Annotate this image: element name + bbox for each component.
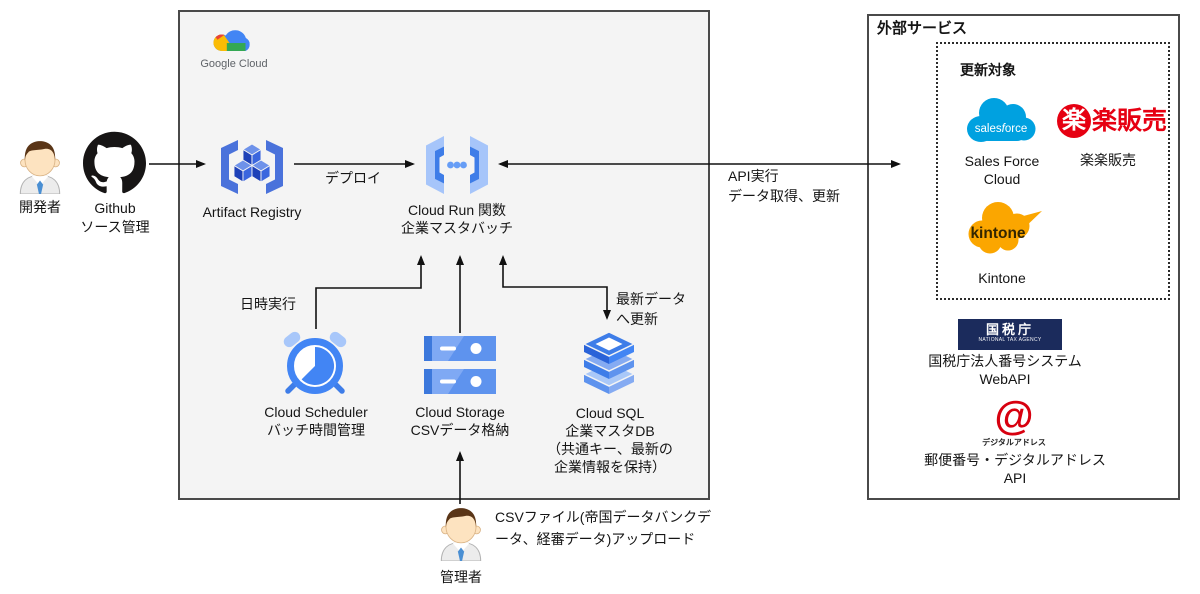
google-cloud-logo-icon xyxy=(213,30,250,51)
salesforce-label-line1: Sales Force xyxy=(964,153,1040,169)
google-cloud-logo-text: Google Cloud xyxy=(200,58,268,70)
cloud-storage-role-label: CSVデータ格納 xyxy=(410,422,510,438)
google-cloud-box xyxy=(178,10,710,500)
nta-logo: 国税庁 NATIONAL TAX AGENCY xyxy=(958,319,1062,350)
nta-label-line1: 国税庁法人番号システム xyxy=(928,353,1082,369)
cloud-run-label: Cloud Run 関数 xyxy=(407,202,507,218)
google-cloud-logo: Google Cloud xyxy=(198,20,270,70)
salesforce-label-line2: Cloud xyxy=(983,171,1021,187)
rakuraku-logo-circle: 楽 xyxy=(1057,104,1091,138)
cloud-storage-icon xyxy=(424,336,496,394)
admin-label: 管理者 xyxy=(440,569,482,585)
admin-icon xyxy=(437,503,485,561)
deploy-edge-label: デプロイ xyxy=(325,170,381,186)
developer-label: 開発者 xyxy=(19,199,61,215)
cloud-scheduler-role-label: バッチ時間管理 xyxy=(267,422,365,438)
schedule-edge-label: 日時実行 xyxy=(240,296,296,312)
digital-address-label-line2: API xyxy=(1003,470,1027,486)
api-edge-label-line1: API実行 xyxy=(728,168,779,184)
csv-upload-note-line2: ータ、経審データ)アップロード xyxy=(495,531,696,547)
cloud-run-role-label: 企業マスタバッチ xyxy=(401,220,513,236)
salesforce-logo: salesforce xyxy=(961,93,1041,149)
nta-logo-title: 国税庁 xyxy=(985,322,1034,337)
rakuraku-label: 楽楽販売 xyxy=(1080,152,1136,168)
kintone-logo: kintone xyxy=(960,194,1044,260)
cloud-storage-label: Cloud Storage xyxy=(415,404,505,420)
cloud-sql-note-line2: 企業情報を保持） xyxy=(554,459,666,475)
nta-label-line2: WebAPI xyxy=(979,371,1031,387)
cloud-sql-role-label: 企業マスタDB xyxy=(565,423,655,439)
update-targets-box xyxy=(936,42,1170,300)
latest-edge-label-line1: 最新データ xyxy=(616,291,686,307)
developer-icon xyxy=(16,136,64,194)
github-icon xyxy=(83,131,146,194)
github-label: Github xyxy=(94,200,136,216)
digital-address-label-line1: 郵便番号・デジタルアドレス xyxy=(924,452,1106,468)
rakuraku-logo-text: 楽販売 xyxy=(1092,107,1168,135)
csv-upload-note-line1: CSVファイル(帝国データバンクデ xyxy=(495,509,712,525)
kintone-label: Kintone xyxy=(978,270,1026,286)
artifact-registry-icon xyxy=(212,137,292,197)
nta-logo-subtitle: NATIONAL TAX AGENCY xyxy=(978,337,1042,343)
latest-edge-label-line2: へ更新 xyxy=(616,311,658,327)
external-services-title: 外部サービス xyxy=(877,20,968,37)
cloud-sql-label: Cloud SQL xyxy=(575,405,645,421)
update-targets-title: 更新対象 xyxy=(960,62,1016,78)
api-edge-label-line2: データ取得、更新 xyxy=(728,188,840,204)
digital-address-logo-text: デジタルアドレス xyxy=(982,438,1046,447)
github-role-label: ソース管理 xyxy=(80,219,150,235)
cloud-scheduler-icon xyxy=(281,330,349,396)
cloud-scheduler-label: Cloud Scheduler xyxy=(264,404,368,420)
svg-text:kintone: kintone xyxy=(970,225,1025,242)
rakuraku-hanbai-logo: 楽 楽販売 xyxy=(1057,104,1167,138)
cloud-sql-icon xyxy=(578,332,640,400)
svg-text:salesforce: salesforce xyxy=(975,123,1027,135)
digital-address-mark-icon: @ xyxy=(994,394,1034,438)
cloud-run-icon xyxy=(423,134,491,196)
cloud-sql-note-line1: （共通キー、最新の xyxy=(547,441,673,457)
artifact-registry-label: Artifact Registry xyxy=(202,204,302,220)
